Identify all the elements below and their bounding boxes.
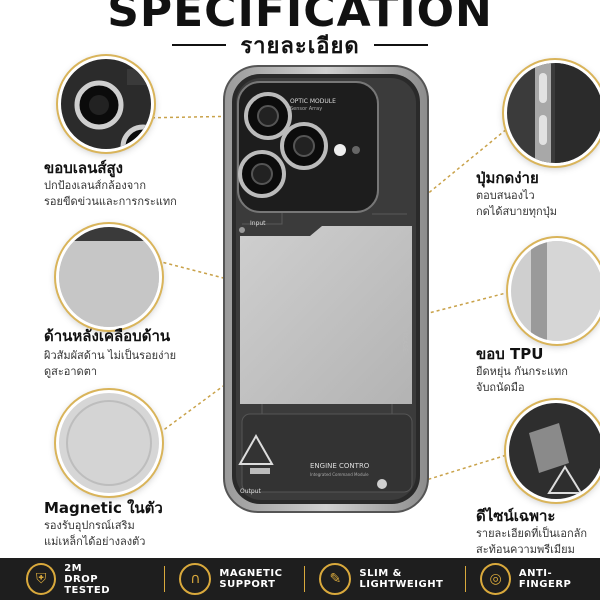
output-label: Output	[240, 488, 261, 495]
bar-separator	[304, 566, 306, 592]
feature-design-desc-2: สะท้อนความพรีเมียม	[476, 543, 575, 556]
buttons-closeup-image	[504, 60, 600, 166]
bar-slim-line-2: LIGHTWEIGHT	[359, 579, 444, 590]
feature-lens-title: ขอบเลนส์สูง	[44, 159, 123, 177]
feature-magnetic-title: Magnetic ในตัว	[44, 499, 163, 517]
page-subtitle: รายละเอียด	[240, 33, 360, 59]
bar-slim-line-1: SLIM &	[359, 568, 402, 579]
feature-buttons-title: ปุ่มกดง่าย	[476, 169, 539, 187]
feature-magnetic-desc-2: แม่เหล็กได้อย่างลงตัว	[44, 535, 146, 548]
feather-icon: ✎	[319, 563, 352, 595]
bar-magnetic-line-1: MAGNETIC	[219, 568, 283, 579]
feature-matte-desc-1: ผิวสัมผัสด้าน ไม่เป็นรอยง่าย	[44, 349, 177, 362]
subtitle-line-right	[373, 44, 428, 46]
bar-item-anti-fingerprint: ◎ ANTI-FINGERP	[466, 558, 600, 600]
feature-matte-title: ด้านหลังเคลือบด้าน	[44, 327, 171, 345]
bar-anti-line-1: ANTI-FINGERP	[518, 568, 572, 590]
bar-item-drop-tested: ⛨ 2M DROP TESTED	[0, 558, 166, 600]
phone-case: OPTIC MODULE Sensor Array Input ENGINE C…	[222, 64, 430, 514]
leader-tpu	[424, 291, 511, 315]
tpu-edge-closeup-image	[508, 238, 600, 344]
feature-buttons-desc-2: กดได้สบายทุกปุ่ม	[476, 205, 557, 218]
subtitle-line-left	[172, 44, 227, 46]
shield-icon: ⛨	[26, 563, 57, 595]
feature-buttons-desc-1: ตอบสนองไว	[476, 189, 535, 202]
feature-tpu-desc-1: ยืดหยุ่น กันกระแทก	[476, 365, 568, 378]
side-text: MAKCASE	[400, 323, 408, 352]
bar-drop-line-2: DROP TESTED	[64, 573, 111, 596]
fingerprint-icon: ◎	[480, 563, 511, 595]
feature-design-desc-1: รายละเอียดที่เป็นเอกลัก	[476, 527, 588, 540]
bar-item-slim: ✎ SLIM & LIGHTWEIGHT	[305, 558, 467, 600]
magnetic-closeup-image	[56, 390, 162, 496]
feature-lens-desc-1: ปกป้องเลนส์กล้องจาก	[44, 179, 146, 192]
feature-lens-desc-2: รอยขีดข่วนและการกระแทก	[44, 195, 177, 208]
bar-drop-line-1: 2M	[64, 562, 83, 574]
engine-sub-label: Integrated Command Module	[310, 472, 369, 477]
design-closeup-image	[506, 400, 600, 502]
subtitle-row: รายละเอียด	[0, 30, 600, 60]
module-label-1: OPTIC MODULE	[290, 98, 336, 105]
lens-closeup-image	[58, 56, 154, 152]
leader-buttons	[419, 127, 509, 201]
feature-bar: ⛨ 2M DROP TESTED ∩ MAGNETIC SUPPORT ✎ SL…	[0, 558, 600, 600]
bar-item-magnetic: ∩ MAGNETIC SUPPORT	[165, 558, 306, 600]
feature-magnetic-desc-1: รองรับอุปกรณ์เสริม	[44, 519, 135, 532]
engine-label: ENGINE CONTRO	[310, 462, 370, 470]
feature-tpu-desc-2: จับถนัดมือ	[476, 381, 525, 394]
bar-magnetic-line-2: SUPPORT	[219, 579, 276, 590]
matte-back-closeup-image	[56, 224, 162, 330]
module-label-2: Sensor Array	[290, 106, 323, 112]
bar-separator	[164, 566, 166, 592]
feature-tpu-title: ขอบ TPU	[476, 345, 544, 363]
feature-matte-desc-2: ดูสะอาดตา	[44, 365, 98, 378]
bar-separator	[465, 566, 467, 592]
magnet-icon: ∩	[179, 563, 212, 595]
feature-design-title: ดีไซน์เฉพาะ	[476, 507, 556, 525]
page-title: SPECIFICATION	[107, 0, 493, 37]
input-label: Input	[250, 220, 266, 227]
